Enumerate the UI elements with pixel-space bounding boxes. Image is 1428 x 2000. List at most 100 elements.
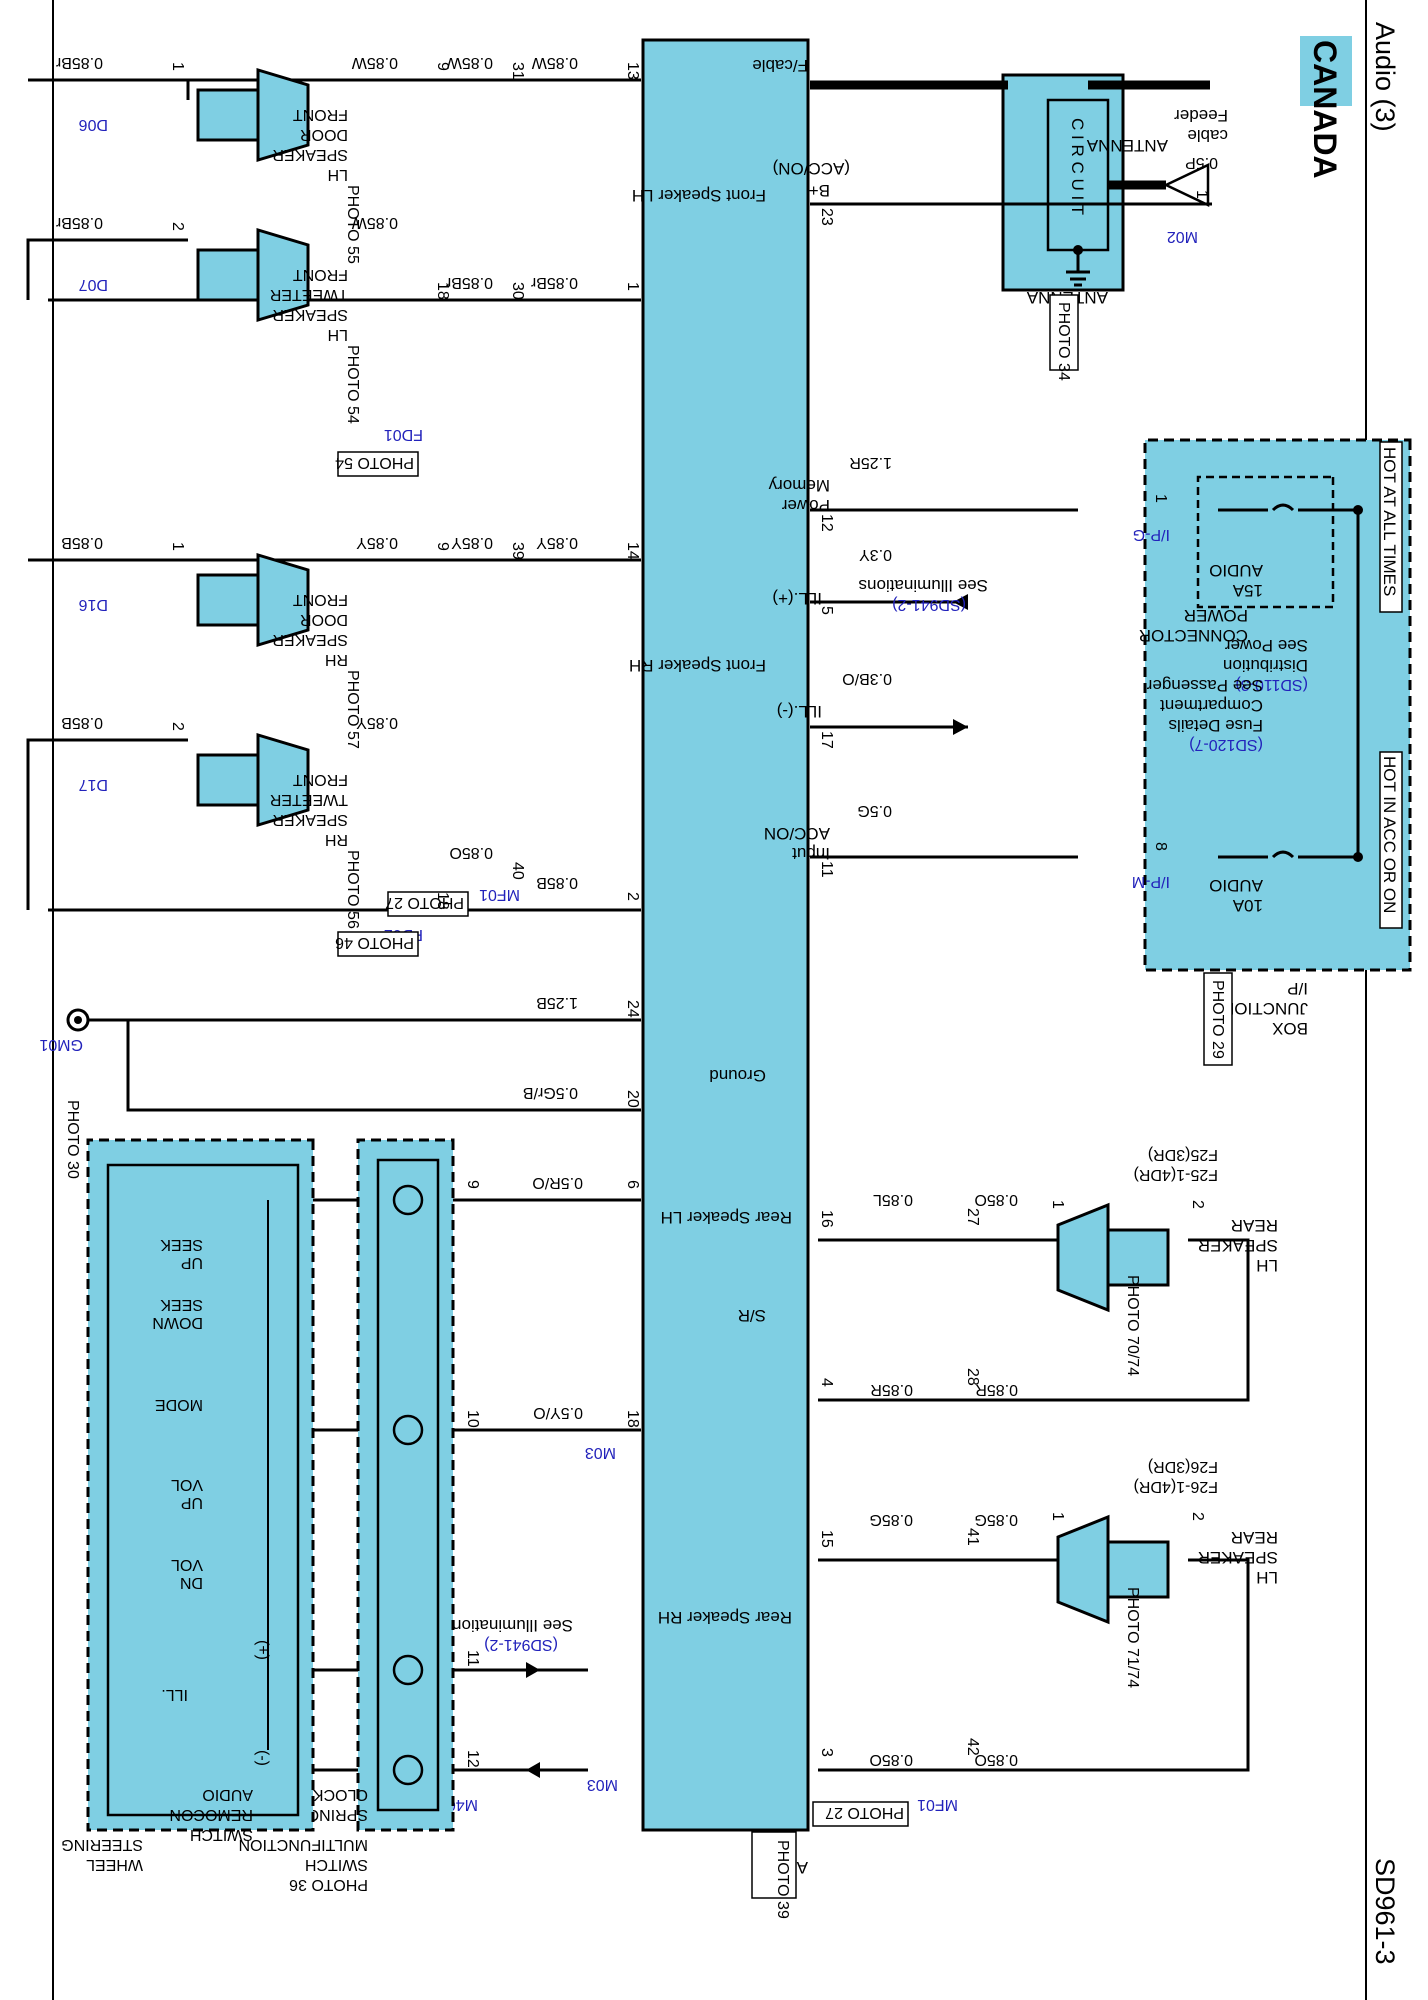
front-lh-w4: 0.85Br <box>530 274 578 291</box>
rear-rh-jpin-1: 41 <box>964 1528 981 1546</box>
ground-pin-24: 24 <box>624 1000 641 1018</box>
antenna-ground-node <box>1073 245 1083 255</box>
front-rh-w5: 0.85O <box>449 844 493 861</box>
see-ill-top: See Illuminations <box>859 576 988 595</box>
front-rh-d-pin-2: 2 <box>169 722 186 731</box>
junction-box: HOT AT ALL TIMES HOT IN ACC OR ON AUDIO … <box>1132 438 1412 1066</box>
sr-ill-arrow-2 <box>526 1762 540 1778</box>
remocon-btn-vol-up-2: UP <box>181 1494 203 1511</box>
see-power-ref: (SD110-3) <box>1235 676 1308 693</box>
clock-spring-box <box>376 1158 440 1812</box>
rear-lh-title-1: REAR <box>1231 1216 1278 1235</box>
gm01-connector: GM01 <box>39 1036 83 1053</box>
rear-rh-mf-photo-box <box>812 1801 909 1827</box>
audio-section-ground: Ground <box>709 1066 766 1085</box>
front-lh-pin-9: 9 <box>434 62 451 71</box>
front-lh-w7: 0.85Br <box>55 214 103 231</box>
rear-lh-title-3: LH <box>1256 1256 1278 1275</box>
front-rh-tw-title-2: TWEETER <box>270 791 348 808</box>
audio-section-sr: S/R <box>738 1306 766 1325</box>
front-rh-tw-cone <box>256 732 310 828</box>
audio-section-rear-rh: Rear Speaker RH <box>658 1608 792 1627</box>
wire-memory-color: 1.25R <box>849 454 892 471</box>
audio-section-front-rh: Front Speaker RH <box>629 656 766 675</box>
audio-pin-memory-1: Memory <box>768 476 830 495</box>
remocon-group: SEEK UP SEEK DOWN MODE VOL UP VOL DN ILL… <box>61 1138 315 1873</box>
fd02-photo-box <box>337 931 419 957</box>
remocon-switch-box <box>106 1163 300 1817</box>
rear-lh-conn-1: F25(3DR) <box>1148 1146 1218 1163</box>
front-rh-tw-magnet <box>196 753 260 807</box>
remocon-btn-seek-up-2: UP <box>181 1254 203 1271</box>
front-lh-tw-title-2: TWEETER <box>270 286 348 303</box>
rear-rh-wire-top-2: 0.85O <box>974 1751 1018 1768</box>
audio-pin-4: 4 <box>818 1378 835 1387</box>
pin-23: 23 <box>818 208 835 226</box>
front-rh-w7: 0.85B <box>61 714 103 731</box>
antenna-photo-box <box>1049 294 1079 371</box>
gm01-photo: PHOTO 30 <box>64 1100 81 1179</box>
audio-unit: AUDIO PHOTO 39 F/cable B+ (ACC/ON) Memor… <box>585 38 850 1919</box>
rear-rh-title-2: SPEAKER <box>1198 1548 1278 1567</box>
pin-17: 17 <box>818 731 835 749</box>
front-lh-tw-title-4: LH <box>328 326 348 343</box>
front-rh-door-photo: PHOTO 57 <box>344 670 361 749</box>
ipm-connector: I/P-M <box>1132 873 1170 890</box>
hot-always-box <box>1379 441 1403 613</box>
cs-pin-12: 12 <box>464 1750 481 1768</box>
front-rh-pin-18: 18 <box>434 892 451 910</box>
antenna-icon <box>1163 163 1210 207</box>
hot-acc: HOT IN ACC OR ON <box>1380 756 1399 913</box>
mf01-photo-box <box>387 891 469 917</box>
rear-lh-pin-1: 1 <box>1049 1200 1066 1209</box>
ground-pin-20: 20 <box>624 1090 641 1108</box>
ground-wires <box>78 1018 641 1112</box>
clock-spring-label-1: CLOCK <box>313 1786 368 1803</box>
rear-rh-conn-2: F26-1(4DR) <box>1134 1478 1218 1495</box>
front-lh-w8: 0.85W <box>351 214 398 231</box>
region-badge-bg <box>1300 36 1352 106</box>
m40-connector: M40 <box>447 1796 478 1813</box>
jb-photo: PHOTO 29 <box>1209 980 1226 1059</box>
front-lh-d-pin-2: 2 <box>169 222 186 231</box>
see-pass-3: Fuse Details <box>1169 716 1263 735</box>
see-power-2: Distribution <box>1223 656 1308 675</box>
remocon-btn-mode: MODE <box>155 1396 203 1413</box>
front-rh-tw-photo: PHOTO 56 <box>344 850 361 929</box>
remocon-minus: (-) <box>254 1750 271 1766</box>
front-lh-w6: 0.85Br <box>55 54 103 71</box>
m03-connector-top: M03 <box>587 1776 618 1793</box>
wire-ill-minus-color: 0.3B/O <box>842 670 892 687</box>
front-lh-door-title-3: SPEAKER <box>272 146 348 163</box>
see-pass-ref: (SD120-7) <box>1189 736 1263 753</box>
fuse1-box <box>1196 475 1335 609</box>
clock-spring-coil-1 <box>392 1184 424 1216</box>
sr-see-ill-ref: (SD941-2) <box>484 1636 558 1653</box>
sr-pin-18: 18 <box>624 1410 641 1428</box>
front-rh-d-pin-1: 1 <box>169 542 186 551</box>
front-rh-pin-9: 9 <box>434 542 451 551</box>
front-lh-door-title-4: LH <box>328 166 348 183</box>
feeder-label-2: cable <box>1187 126 1228 145</box>
rear-lh-wires <box>818 1238 1250 1402</box>
front-rh-door-title-3: SPEAKER <box>272 631 348 648</box>
rear-speaker-lh: REAR SPEAKER LH F25(3DR) F25-1(4DR) PHOT… <box>818 1146 1278 1402</box>
fuse-15a <box>1218 503 1358 512</box>
fd01-photo: PHOTO 54 <box>335 454 414 471</box>
audio-pin-acc-1: ACC/ON <box>764 824 830 843</box>
audio-pin-ill-minus: ILL.(-) <box>777 702 822 721</box>
steering-label-1: STEERING <box>61 1836 143 1853</box>
sr-w2: 0.5Y/O <box>533 1404 583 1421</box>
front-rh-w3: 0.85Y <box>356 534 398 551</box>
wire-b-plus-color: 0.5P <box>1185 154 1218 171</box>
rear-lh-wire-bot-1: 0.85L <box>873 1191 913 1208</box>
rear-rh-wires <box>818 1558 1250 1772</box>
front-rh-w1: 0.85Y <box>536 534 578 551</box>
steering-wheel-outline <box>86 1138 315 1832</box>
clock-spring-coil-3 <box>392 1654 424 1686</box>
jb-label-3: BOX <box>1272 1019 1308 1038</box>
rear-lh-wire-top-1: 0.85O <box>974 1191 1018 1208</box>
remocon-label-2: REMOCON <box>169 1806 253 1823</box>
